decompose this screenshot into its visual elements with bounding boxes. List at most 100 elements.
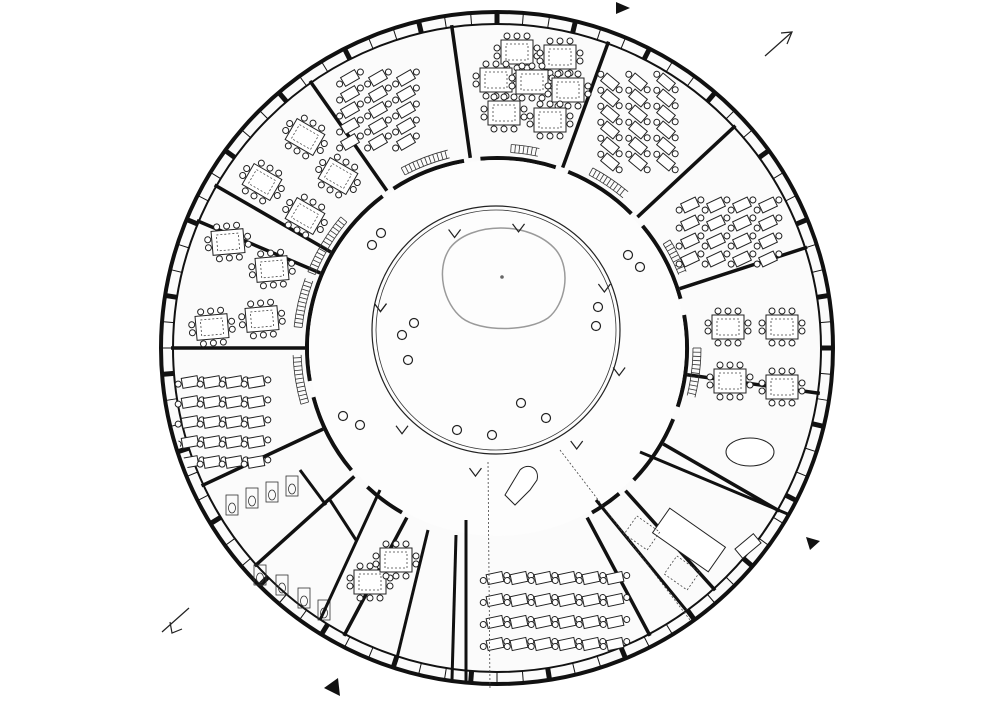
chair xyxy=(775,250,783,258)
chair xyxy=(798,319,806,327)
chair xyxy=(384,132,392,140)
window-mullion xyxy=(521,12,524,26)
desk-group xyxy=(527,570,559,586)
desk xyxy=(224,395,244,409)
desk-group xyxy=(240,415,272,429)
central-hall-floor xyxy=(309,160,685,536)
partition-wall xyxy=(662,442,781,513)
chair xyxy=(257,250,265,258)
bench-slat xyxy=(692,359,701,362)
chair xyxy=(412,132,420,140)
room-front-wall xyxy=(392,158,465,191)
chair xyxy=(653,86,661,94)
desk-group xyxy=(753,196,783,214)
column xyxy=(540,412,552,424)
chair xyxy=(392,96,400,104)
bench-slat xyxy=(526,146,529,155)
chair xyxy=(479,642,487,650)
bench-slat xyxy=(667,246,675,252)
chair xyxy=(480,113,488,121)
chair xyxy=(734,307,742,315)
desk xyxy=(655,72,677,92)
desk xyxy=(655,104,677,124)
chair xyxy=(574,70,582,78)
chair xyxy=(238,321,246,329)
chair xyxy=(625,134,633,142)
bench-slat xyxy=(592,169,597,178)
desk-group xyxy=(364,100,392,120)
column xyxy=(396,329,408,341)
window-mullion xyxy=(685,608,697,622)
desk xyxy=(605,570,625,586)
table-cluster xyxy=(704,307,752,347)
desk xyxy=(224,415,244,429)
chair xyxy=(257,299,265,307)
desk-group xyxy=(597,118,623,142)
chair xyxy=(576,57,584,65)
door-notch xyxy=(395,425,409,435)
chair xyxy=(174,380,182,388)
desk xyxy=(627,136,649,156)
chair xyxy=(533,44,541,52)
window-mullion xyxy=(197,195,209,202)
chair xyxy=(753,242,761,250)
desk-group xyxy=(218,415,250,429)
chair xyxy=(346,582,354,590)
toilet-cubicle xyxy=(265,481,279,503)
partition-wall xyxy=(561,41,611,169)
chair xyxy=(706,381,714,389)
desk xyxy=(485,636,505,652)
bench-slat xyxy=(665,243,673,248)
window-mullion xyxy=(643,636,650,648)
inner-ring-notches xyxy=(373,223,626,478)
chair xyxy=(277,185,285,193)
bench-slat xyxy=(691,372,700,374)
desk-group xyxy=(599,570,631,586)
chair xyxy=(625,102,633,110)
chair xyxy=(554,70,562,78)
desk-group xyxy=(675,214,705,232)
bench-slat xyxy=(299,397,308,401)
chair xyxy=(528,62,536,70)
bench-slat xyxy=(514,144,516,153)
chair xyxy=(546,100,554,108)
chair xyxy=(493,44,501,52)
partition-wall xyxy=(636,124,737,219)
desk-group xyxy=(527,614,559,630)
column xyxy=(634,261,646,273)
chair xyxy=(402,572,410,580)
desk xyxy=(509,636,529,652)
bench-edge xyxy=(686,347,694,396)
desk xyxy=(367,100,389,120)
chair xyxy=(615,86,623,94)
chair xyxy=(749,250,757,258)
chair xyxy=(215,255,223,263)
chair xyxy=(671,86,679,94)
chair xyxy=(671,118,679,126)
desk-group xyxy=(625,118,651,142)
desk xyxy=(757,196,779,214)
chair xyxy=(480,105,488,113)
window-mullion xyxy=(743,129,753,138)
chair xyxy=(597,118,605,126)
desk-group xyxy=(336,84,364,104)
window-mullion xyxy=(165,398,178,402)
cluster-inner xyxy=(259,259,285,279)
desk-group xyxy=(503,592,535,608)
chair xyxy=(286,120,294,128)
chair xyxy=(503,598,511,606)
desk-group xyxy=(653,150,679,174)
bench-slat xyxy=(691,368,700,370)
chair xyxy=(653,118,661,126)
chair xyxy=(544,82,552,90)
cluster-inner xyxy=(199,317,225,337)
desk-group xyxy=(336,132,364,152)
chair xyxy=(392,540,400,548)
cluster-table xyxy=(284,117,326,157)
bench-slat xyxy=(522,145,525,154)
meeting-table xyxy=(725,437,775,467)
desk-group xyxy=(625,150,651,174)
window-mullion xyxy=(197,494,209,501)
window-mullion xyxy=(210,172,222,180)
column xyxy=(592,301,604,313)
